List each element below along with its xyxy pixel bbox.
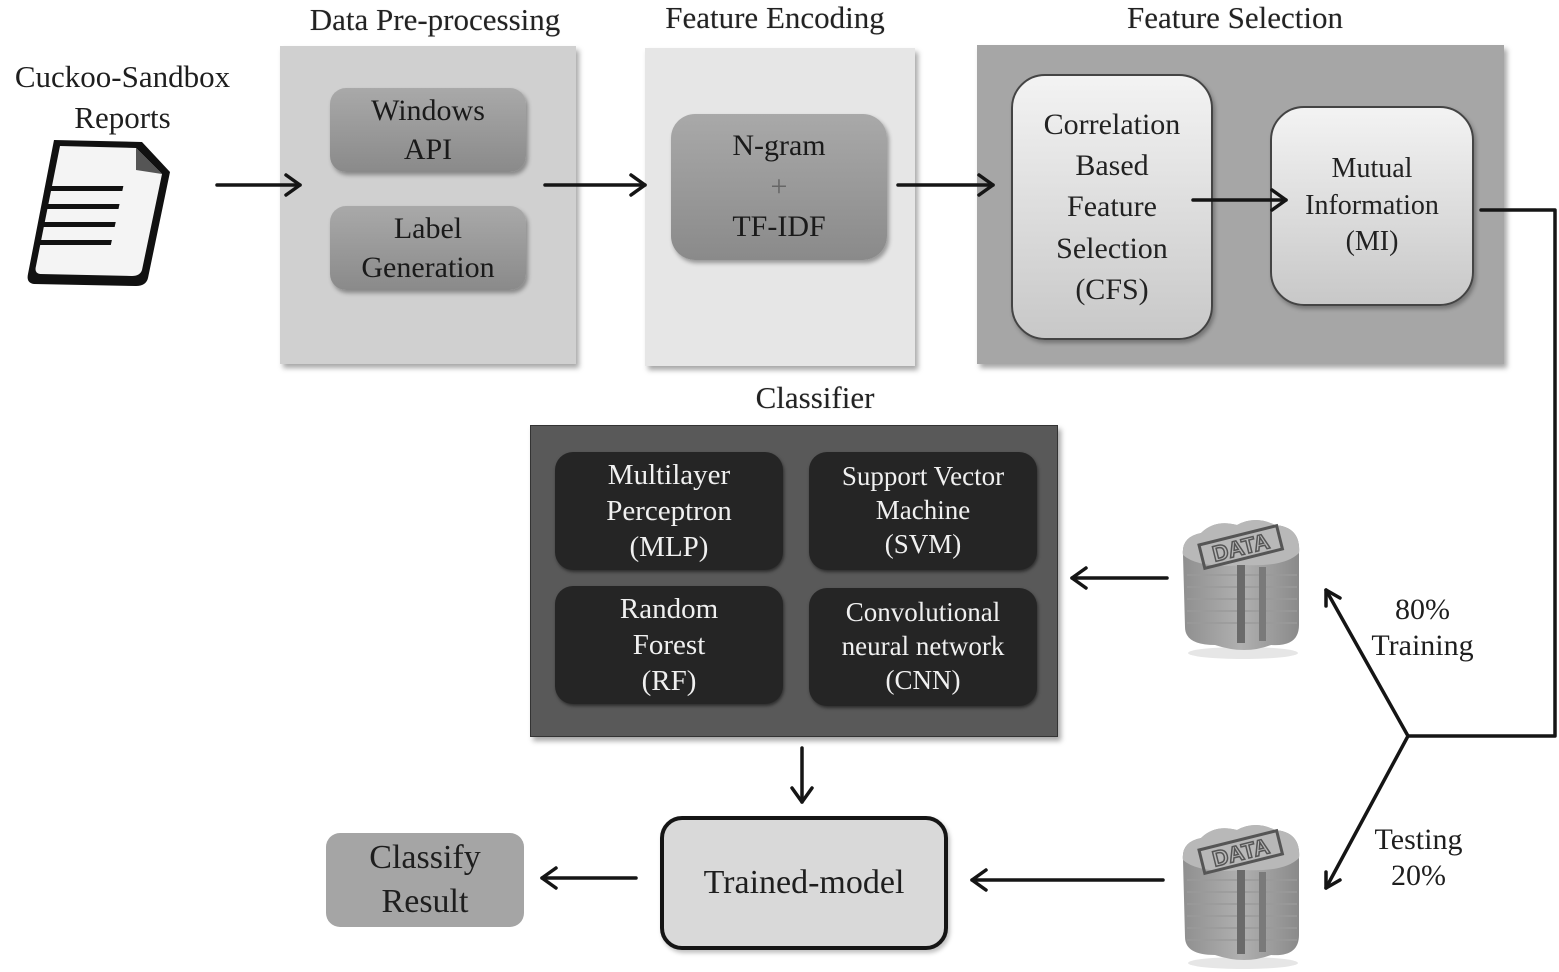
- windows-api-line-1: Windows: [371, 94, 485, 127]
- training-label: Training: [1371, 629, 1474, 662]
- source-label-line-2: Reports: [74, 100, 171, 136]
- encoding-title: Feature Encoding: [665, 0, 885, 35]
- connector-mi-to-split: [1406, 208, 1557, 738]
- cfs-line-3: Feature: [1067, 190, 1157, 224]
- svm-line-2: Machine: [875, 495, 971, 526]
- mi-line-2: Information: [1305, 189, 1439, 221]
- encoding-stage: N-gram + TF-IDF: [645, 48, 915, 366]
- classify-result-line-1: Classify: [369, 838, 481, 876]
- rf-box: Random Forest (RF): [555, 586, 783, 704]
- source-label: Cuckoo-Sandbox Reports: [0, 56, 245, 138]
- tfidf-line: TF-IDF: [732, 210, 826, 244]
- arrow-model-to-result: [540, 866, 638, 890]
- document-icon: [27, 140, 170, 286]
- mi-line-3: (MI): [1345, 226, 1399, 258]
- testing-split-label: Testing 20%: [1356, 822, 1481, 894]
- rf-line-1: Random: [619, 592, 719, 625]
- cfs-line-5: (CFS): [1075, 273, 1149, 307]
- cnn-line-2: neural network: [841, 631, 1005, 662]
- cfs-box: Correlation Based Feature Selection (CFS…: [1011, 74, 1213, 340]
- label-generation-box: Label Generation: [330, 206, 526, 290]
- classifier-stage: Multilayer Perceptron (MLP) Support Vect…: [530, 425, 1058, 737]
- cfs-line-4: Selection: [1056, 231, 1168, 265]
- ngram-line: N-gram: [732, 129, 826, 163]
- testing-label: Testing: [1374, 823, 1463, 856]
- arrow-training-to-classifier: [1070, 566, 1169, 590]
- arrow-preprocessing-to-encoding: [543, 173, 647, 197]
- svm-line-1: Support Vector: [841, 461, 1005, 492]
- training-percent: 80%: [1395, 593, 1450, 626]
- preprocessing-stage: Windows API Label Generation: [280, 46, 576, 364]
- plus-line: +: [770, 169, 788, 203]
- arrow-testing-to-model: [970, 868, 1165, 892]
- preprocessing-title: Data Pre-processing: [309, 2, 561, 37]
- ngram-tfidf-box: N-gram + TF-IDF: [671, 114, 887, 260]
- classify-result-box: Classify Result: [326, 833, 524, 927]
- arrow-split-to-testing: [1324, 734, 1410, 890]
- training-database-icon: DATA: [1182, 520, 1300, 659]
- classifier-title: Classifier: [755, 380, 875, 415]
- arrow-classifier-to-model: [790, 746, 814, 804]
- windows-api-box: Windows API: [330, 88, 526, 172]
- svm-box: Support Vector Machine (SVM): [809, 452, 1037, 570]
- arrow-cfs-to-mi: [1191, 188, 1288, 212]
- rf-line-2: Forest: [632, 628, 706, 661]
- mi-line-1: Mutual: [1331, 153, 1413, 185]
- testing-percent: 20%: [1391, 859, 1446, 892]
- trained-model-label: Trained-model: [703, 863, 905, 901]
- selection-stage: Correlation Based Feature Selection (CFS…: [977, 45, 1504, 364]
- selection-title: Feature Selection: [1126, 0, 1344, 35]
- classify-result-line-2: Result: [381, 883, 469, 920]
- source-label-line-1: Cuckoo-Sandbox: [14, 59, 231, 94]
- mlp-box: Multilayer Perceptron (MLP): [555, 452, 783, 570]
- windows-api-line-2: API: [403, 133, 453, 166]
- label-generation-line-1: Label: [393, 212, 463, 245]
- rf-line-3: (RF): [641, 665, 697, 698]
- label-generation-line-2: Generation: [361, 251, 495, 284]
- mi-box: Mutual Information (MI): [1270, 106, 1474, 306]
- arrow-split-to-training: [1324, 588, 1410, 738]
- mlp-line-3: (MLP): [629, 531, 709, 564]
- mlp-line-2: Perceptron: [606, 494, 732, 527]
- arrow-source-to-preprocessing: [215, 173, 302, 197]
- testing-database-icon: DATA: [1182, 825, 1300, 969]
- cfs-line-1: Correlation: [1043, 107, 1181, 141]
- training-split-label: 80% Training: [1360, 592, 1485, 664]
- cnn-line-1: Convolutional: [845, 597, 1001, 628]
- cnn-box: Convolutional neural network (CNN): [809, 588, 1037, 706]
- arrow-encoding-to-selection: [896, 173, 995, 197]
- svm-line-3: (SVM): [884, 528, 962, 559]
- mlp-line-1: Multilayer: [607, 458, 731, 491]
- trained-model-box: Trained-model: [660, 816, 948, 950]
- cnn-line-3: (CNN): [885, 664, 961, 695]
- cfs-line-2: Based: [1075, 148, 1149, 182]
